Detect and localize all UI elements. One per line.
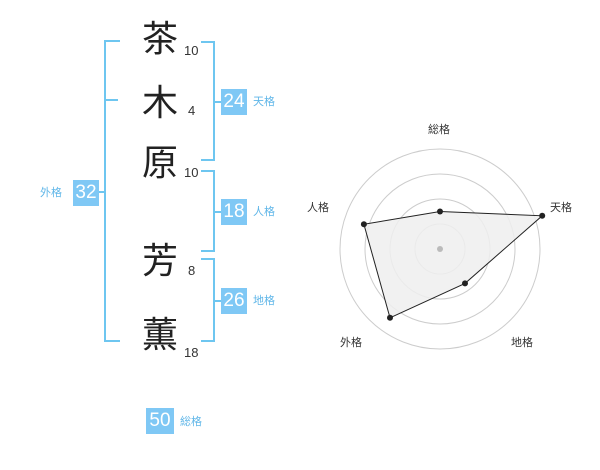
tenkaku-label: 天格 xyxy=(253,95,275,108)
radar-axis-label-tenkaku: 天格 xyxy=(550,201,572,214)
radar-axis-label-chikaku: 地格 xyxy=(511,336,533,349)
jinkaku-connector xyxy=(214,211,221,213)
radar-axis-label-soukaku: 総格 xyxy=(428,123,450,136)
radar-point-1 xyxy=(539,212,546,219)
gaikaku-value-badge: 32 xyxy=(73,180,99,206)
stroke-count-5: 18 xyxy=(184,345,199,360)
radar-ring-4 xyxy=(339,148,541,350)
name-char-4: 芳 xyxy=(142,241,179,282)
jinkaku-value-badge: 18 xyxy=(221,199,247,225)
tenkaku-connector xyxy=(214,101,221,103)
radar-point-3 xyxy=(387,314,393,321)
stroke-count-2: 4 xyxy=(188,103,196,118)
gaikaku-bracket-mid-tick xyxy=(104,99,118,101)
radar-axis-label-gaikaku: 外格 xyxy=(340,336,362,349)
name-char-3: 原 xyxy=(142,143,179,184)
stroke-count-1: 10 xyxy=(184,43,199,58)
gaikaku-connector xyxy=(99,191,105,193)
radar-center-dot xyxy=(437,246,443,252)
chikaku-label: 地格 xyxy=(253,294,275,307)
radar-point-2 xyxy=(462,280,468,287)
stroke-count-4: 8 xyxy=(188,263,196,278)
jinkaku-label: 人格 xyxy=(253,205,275,218)
radar-series-polygon xyxy=(363,210,544,319)
gaikaku-label: 外格 xyxy=(40,186,62,199)
soukaku-value-badge: 50 xyxy=(146,408,174,434)
name-char-5: 薫 xyxy=(142,315,179,356)
radar-point-0 xyxy=(437,208,443,215)
radar-axis-label-jinkaku: 人格 xyxy=(307,201,329,214)
radar-ring-3 xyxy=(364,173,516,325)
soukaku-label: 総格 xyxy=(180,415,202,428)
chikaku-value-badge: 26 xyxy=(221,288,247,314)
stroke-count-3: 10 xyxy=(184,165,199,180)
name-char-1: 茶 xyxy=(142,19,179,60)
gaikaku-bracket xyxy=(104,40,120,342)
name-char-2: 木 xyxy=(142,83,179,124)
chikaku-connector xyxy=(214,300,221,302)
radar-point-4 xyxy=(360,221,367,228)
tenkaku-value-badge: 24 xyxy=(221,89,247,115)
